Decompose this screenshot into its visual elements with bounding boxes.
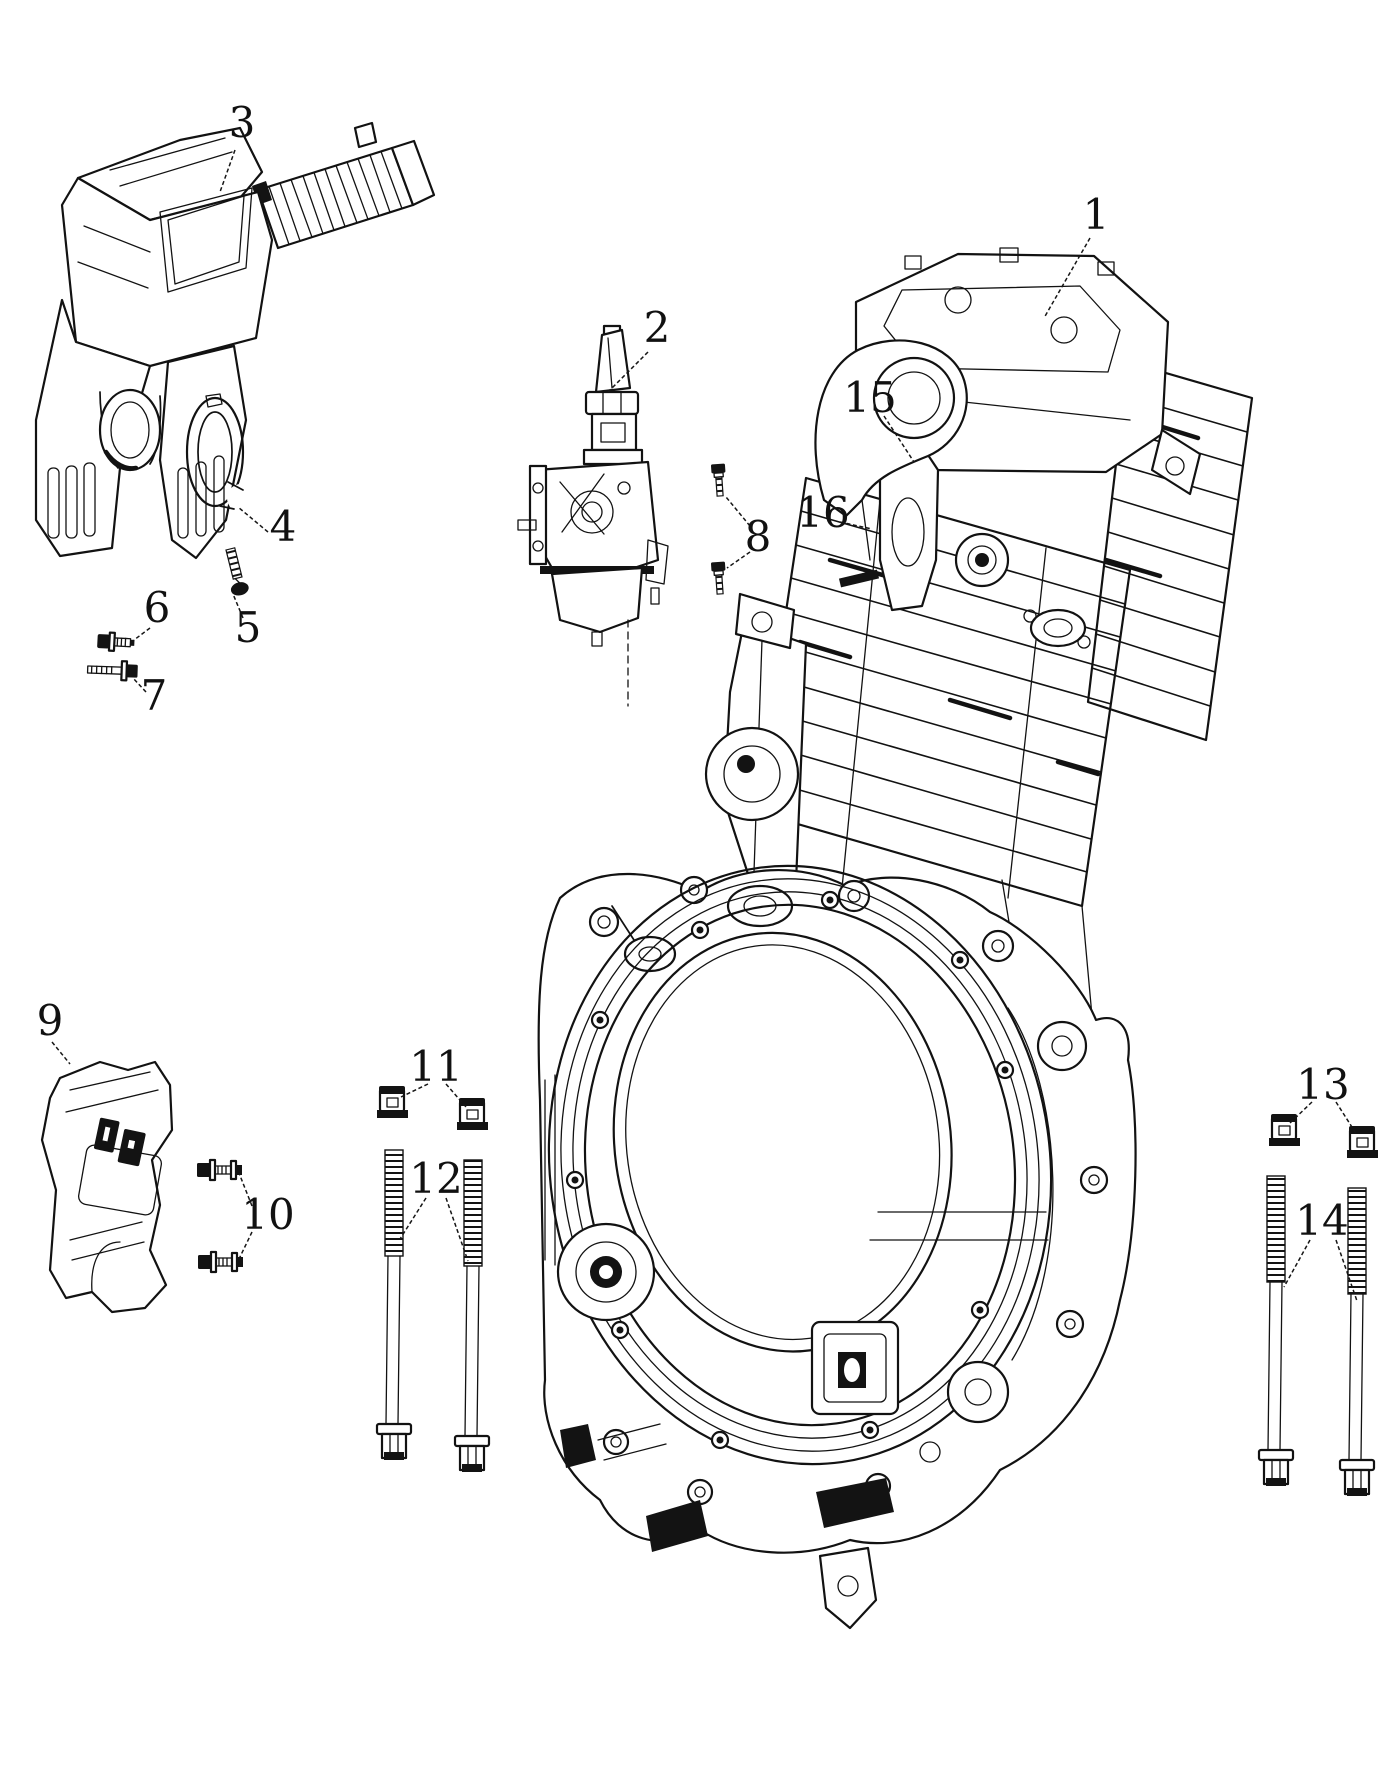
- carb-cap-cone: [594, 328, 632, 394]
- leader-line-10: [238, 1231, 253, 1260]
- part-13-nuts: [1267, 1112, 1380, 1160]
- callout-3: 3: [229, 98, 256, 147]
- callout-9: 9: [37, 996, 64, 1045]
- callout-13: 13: [1296, 1060, 1349, 1109]
- leader-line-5: [232, 593, 244, 619]
- part-4-seal-ring: [185, 393, 255, 512]
- leader-line-8: [726, 551, 751, 569]
- leader-line-16: [839, 521, 873, 530]
- bracket-logo: [93, 1117, 146, 1167]
- leader-line-14: [1283, 1239, 1311, 1288]
- carb-float-bowl: [550, 566, 644, 634]
- leader-line-15: [883, 415, 915, 463]
- part-6-bolt: [97, 631, 135, 652]
- callout-2: 2: [644, 303, 671, 352]
- oil-passage-plate: [1023, 608, 1091, 649]
- cover-bolt-holes: [565, 890, 1015, 1450]
- callout-15: 15: [843, 373, 896, 422]
- callout-6: 6: [144, 583, 171, 632]
- airbox-outlet-tube: [98, 388, 162, 472]
- carb-top-nut: [584, 390, 640, 416]
- leader-line-6: [133, 627, 151, 641]
- part-1-engine: [537, 247, 1254, 1630]
- airbox-mid-leg: [158, 344, 248, 560]
- leader-line-14: [1335, 1239, 1358, 1302]
- part-8-screws: [710, 462, 728, 596]
- callout-7: 7: [141, 671, 168, 720]
- callout-5: 5: [235, 603, 262, 652]
- cylinder-fins: [754, 476, 1132, 908]
- callout-1: 1: [1083, 190, 1110, 239]
- callout-14: 14: [1295, 1196, 1348, 1245]
- leader-line-10: [238, 1172, 253, 1207]
- leader-line-12: [399, 1197, 427, 1240]
- bottom-tab: [818, 1546, 878, 1630]
- callout-11: 11: [409, 1042, 462, 1091]
- part-3-air-filter-box: [34, 121, 436, 560]
- callout-16: 16: [796, 488, 849, 537]
- leader-line-7: [132, 677, 147, 693]
- part-12-studs: [375, 1149, 491, 1474]
- airbox-body: [60, 126, 274, 368]
- leader-line-13: [1289, 1101, 1313, 1124]
- part-10-bolts: [195, 1158, 245, 1274]
- clutch-cover-opening: [547, 864, 1053, 1466]
- leader-line-3: [219, 149, 236, 193]
- corrugated-duct: [252, 121, 436, 250]
- part-5-screw: [225, 547, 249, 596]
- callout-8: 8: [745, 512, 772, 561]
- callout-4: 4: [270, 502, 297, 551]
- bottom-plate: [810, 1320, 900, 1416]
- clutch-arm-boss: [623, 935, 677, 973]
- leader-line-1: [1043, 237, 1091, 319]
- airbox-left-leg: [34, 298, 152, 558]
- part-7-bolt: [86, 660, 138, 682]
- callout-10: 10: [241, 1190, 294, 1239]
- leader-line-11: [400, 1083, 429, 1098]
- part-11-nuts: [375, 1084, 490, 1132]
- leader-line-12: [445, 1197, 469, 1262]
- callout-12: 12: [409, 1154, 462, 1203]
- part-9-mount-bracket: [40, 1060, 174, 1314]
- cam-chain-tower: [704, 592, 808, 884]
- leader-line-9: [51, 1041, 71, 1065]
- crankcase: [537, 864, 1137, 1630]
- part-2-carburetor: [517, 324, 669, 707]
- leader-line-2: [607, 351, 649, 393]
- carb-body: [534, 460, 660, 576]
- leader-line-4: [237, 506, 269, 533]
- leader-line-11: [445, 1083, 467, 1108]
- part-14-bolts: [1257, 1175, 1376, 1498]
